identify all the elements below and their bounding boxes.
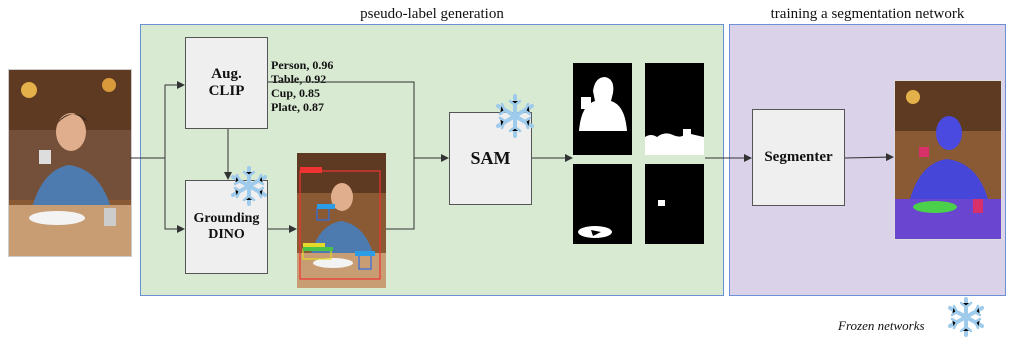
clip-label: Plate, 0.87: [271, 100, 324, 114]
input-to-dino-arrow: [164, 158, 185, 233]
sam-box: SAM: [449, 112, 532, 205]
snowflake-icon: [231, 166, 267, 206]
segmenter-label: Segmenter: [764, 149, 833, 165]
mask-cup: [645, 164, 704, 244]
sam-label: SAM: [470, 148, 511, 168]
segmenter-to-output-arrow: [844, 153, 894, 162]
aug-clip-box: Aug. CLIP: [185, 37, 268, 129]
snowflake-icon: [496, 94, 534, 138]
training-title: training a segmentation network: [770, 6, 965, 22]
aug-clip-label: Aug. CLIP: [208, 66, 245, 99]
frozen-legend-label: Frozen networks: [838, 318, 925, 333]
clip-label: Person, 0.96: [271, 58, 334, 72]
segmenter-box: Segmenter: [752, 109, 845, 206]
clip-label: Cup, 0.85: [271, 86, 321, 100]
detection-to-sam-line: [386, 158, 415, 230]
input-image: [8, 69, 132, 257]
snowflake-icon: [948, 297, 984, 337]
clip-to-sam-line: [268, 81, 415, 158]
input-to-clip-arrow: [164, 81, 185, 158]
segmented-output-image: [894, 80, 1002, 240]
pseudo-label-title: pseudo-label generation: [360, 6, 504, 22]
mask-person: [573, 63, 632, 155]
mask-plate: [573, 164, 632, 244]
detection-image: [297, 153, 386, 288]
grounding-dino-label: Grounding DINO: [193, 211, 260, 242]
grounding-dino-box: Grounding DINO: [185, 180, 268, 274]
mask-table: [645, 63, 704, 155]
